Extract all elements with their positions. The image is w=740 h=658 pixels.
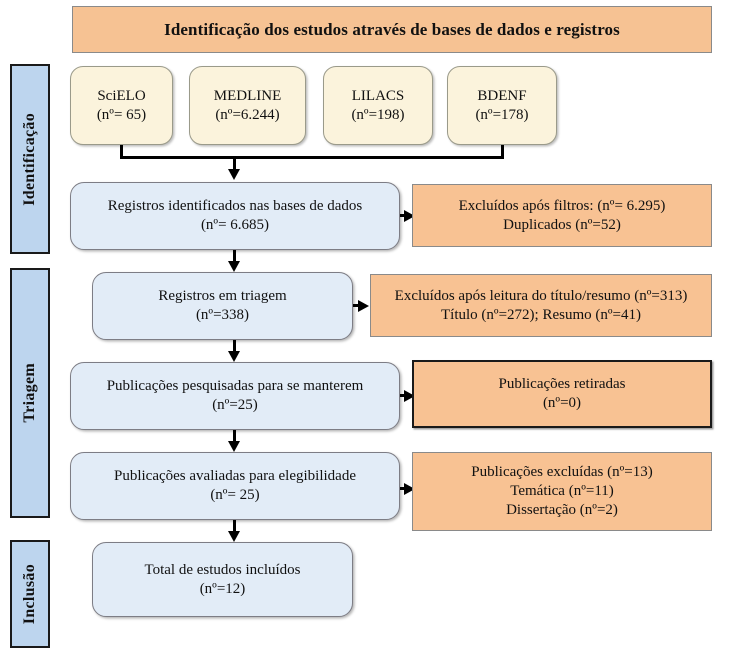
flow-box-registros-triagem: Registros em triagem (nº=338)	[92, 272, 353, 340]
flow-box-2-line1: Registros em triagem	[158, 288, 287, 305]
exclusion-4-line2: Temática (nº=11)	[510, 483, 614, 500]
connector-bdenf-stub	[501, 145, 504, 159]
arrow-down-icon-box5	[228, 531, 240, 542]
flow-box-4-line1: Publicações avaliadas para elegibilidade	[114, 468, 356, 485]
arrow-down-icon-box3	[228, 351, 240, 362]
flow-box-5-line2: (nº=12)	[199, 580, 246, 597]
stage-label-identificacao: Identificação	[10, 64, 50, 254]
arrow-down-icon-sources	[228, 169, 240, 180]
stage-label-triagem: Triagem	[10, 268, 50, 518]
source-box-lilacs: LILACS (nº=198)	[323, 66, 433, 145]
stage-label-inclusao-text: Inclusão	[21, 563, 38, 625]
source-box-scielo: SciELO (nº= 65)	[70, 66, 173, 145]
flow-box-4-line2: (nº= 25)	[210, 487, 260, 503]
arrow-down-icon-box4	[228, 441, 240, 452]
flow-box-registros-identificados: Registros identificados nas bases de dad…	[70, 182, 400, 250]
source-count-lilacs: (nº=198)	[351, 106, 405, 123]
exclusion-box-publicacoes-retiradas: Publicações retiradas (nº=0)	[412, 360, 712, 428]
exclusion-1-line2: Duplicados (nº=52)	[503, 216, 621, 233]
source-count-medline: (nº=6.244)	[215, 106, 280, 123]
connector-sources-bracket	[120, 156, 504, 159]
header-title: Identificação dos estudos através de bas…	[164, 19, 620, 39]
flow-box-total-incluidos: Total de estudos incluídos (nº=12)	[92, 542, 353, 617]
connector-scielo-stub	[120, 145, 123, 159]
exclusion-2-line1: Excluídos após leitura do título/resumo …	[394, 287, 688, 304]
connector-box4-to-box5	[233, 520, 236, 534]
flow-box-3-line2: (nº=25)	[212, 397, 258, 413]
exclusion-box-filtros: Excluídos após filtros: (nº= 6.295) Dupl…	[412, 184, 712, 247]
flow-box-5-line1: Total de estudos incluídos	[144, 561, 301, 578]
flow-box-3-line1: Publicações pesquisadas para se manterem	[106, 378, 364, 395]
stage-label-inclusao: Inclusão	[10, 540, 50, 648]
arrow-right-icon-excl4	[404, 483, 415, 495]
exclusion-4-line3: Dissertação (nº=2)	[506, 501, 618, 518]
exclusion-3-line1: Publicações retiradas	[498, 376, 626, 393]
exclusion-4-line1: Publicações excluídas (nº=13)	[471, 464, 653, 481]
source-count-bdenf: (nº=178)	[475, 106, 529, 123]
exclusion-2-line2: Título (nº=272); Resumo (nº=41)	[441, 306, 641, 323]
connector-sources-to-box1	[233, 156, 236, 171]
arrow-down-icon-box2	[228, 261, 240, 272]
exclusion-1-line1: Excluídos após filtros: (nº= 6.295)	[458, 197, 666, 214]
flow-box-publicacoes-pesquisadas: Publicações pesquisadas para se manterem…	[70, 362, 400, 430]
header-banner: Identificação dos estudos através de bas…	[72, 6, 712, 53]
flow-box-1-line2: (nº= 6.685)	[200, 217, 270, 233]
arrow-right-icon-excl3	[404, 390, 415, 402]
source-name-bdenf: BDENF	[477, 87, 527, 104]
flow-box-1-line1: Registros identificados nas bases de dad…	[107, 198, 363, 215]
exclusion-box-publicacoes-excluidas: Publicações excluídas (nº=13) Temática (…	[412, 452, 712, 531]
flow-box-2-line2: (nº=338)	[195, 307, 250, 323]
source-count-scielo: (nº= 65)	[96, 106, 147, 123]
connector-box2-to-box3	[233, 340, 236, 354]
arrow-right-icon-excl1	[404, 210, 415, 222]
flow-box-publicacoes-avaliadas: Publicações avaliadas para elegibilidade…	[70, 452, 400, 520]
stage-label-identificacao-text: Identificação	[21, 112, 38, 206]
source-name-scielo: SciELO	[97, 87, 146, 104]
exclusion-3-line2: (nº=0)	[542, 395, 582, 411]
source-name-lilacs: LILACS	[351, 87, 405, 104]
source-box-medline: MEDLINE (nº=6.244)	[189, 66, 306, 145]
exclusion-box-titulo-resumo: Excluídos após leitura do título/resumo …	[370, 274, 712, 337]
source-name-medline: MEDLINE	[213, 87, 282, 104]
connector-box1-to-box2	[233, 250, 236, 264]
source-box-bdenf: BDENF (nº=178)	[447, 66, 557, 145]
arrow-right-icon-excl2	[358, 300, 369, 312]
stage-label-triagem-text: Triagem	[21, 363, 38, 423]
connector-box3-to-box4	[233, 430, 236, 444]
